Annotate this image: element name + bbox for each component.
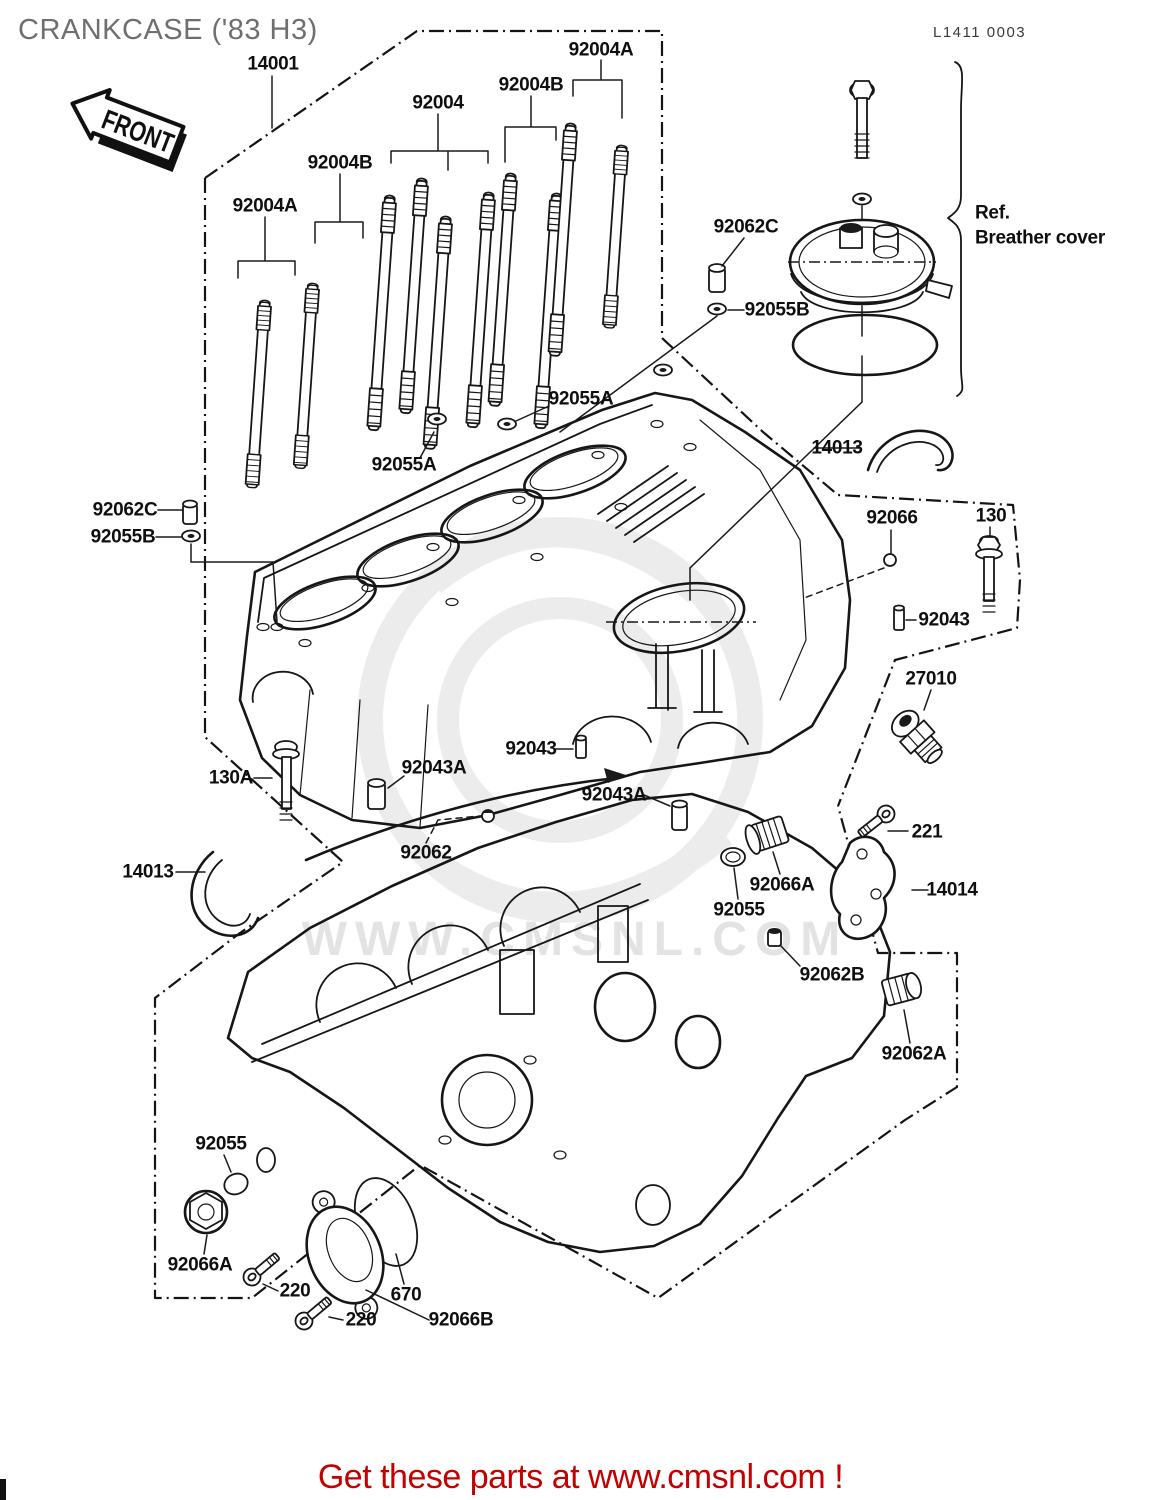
cover-spout [925,279,953,299]
lower-tower [499,949,535,1015]
ref-brace [947,61,964,397]
part-label: 92055 [195,1133,247,1155]
part-label: 27010 [905,668,957,690]
direction-arrow [304,768,626,862]
cylinder-bores [273,444,627,631]
dowel-92043A-right [671,799,688,831]
part-label: 92062A [881,1043,947,1065]
bolt-130A [272,740,300,821]
part-label: 92004B [498,74,564,96]
part-label: 92055A [371,454,437,476]
part-label: 221 [911,821,943,843]
part-label: 92004 [412,92,464,114]
cover-92066B [305,1190,385,1320]
part-label: 92043A [401,757,467,779]
panel-boundary-upper [204,29,1022,807]
cmsnl-watermark: WWW.CMSNL.COM [302,517,849,966]
breather-cover-assembly [689,61,964,601]
part-label: 92004A [568,39,634,61]
bolt-221 [853,801,899,842]
part-label: 92066A [167,1254,233,1276]
pin-92066 [883,553,897,567]
part-label: 92062C [92,499,158,521]
part-label: 92062C [713,216,779,238]
scan-corner-mark [0,1479,6,1500]
part-label: 92055B [90,526,156,548]
part-label: 92062B [799,964,865,986]
part-label: 92043 [918,609,970,631]
plug-92066A-bottom [183,1189,229,1235]
part-label: 92055B [744,299,810,321]
lower-crankcase-half [226,792,892,1254]
footer-banner-link[interactable]: Get these parts at www.cmsnl.com ! [317,1458,844,1496]
part-label: 92066A [749,874,815,896]
part-label: 14001 [247,53,299,75]
upper-crankcase-half [238,391,852,830]
upper-bearing-arches [251,670,749,749]
lower-face-openings [256,971,722,1226]
breather-mount-hole [606,581,756,655]
part-label: 92055A [548,388,614,410]
fin-block [597,465,705,543]
part-label: 92004B [307,152,373,174]
sensor-27010 [891,709,943,764]
cup-92043A-left [367,778,386,810]
watermark-text: WWW.CMSNL.COM [302,913,849,966]
plug-92062B [767,928,782,947]
o-ring-92055-mid [720,847,746,867]
plate-legs [647,643,723,713]
part-label: 14013 [122,861,174,883]
page-title: CRANKCASE ('83 H3) [18,14,318,46]
part-label: 92066B [428,1309,494,1331]
plug-92062C-right [708,263,726,293]
bracket-14014 [829,835,896,941]
part-label: Ref. [975,202,1010,224]
part-label: 670 [390,1284,422,1306]
part-label: 130A [208,767,254,789]
plug-92062A [880,972,923,1007]
part-label: 220 [345,1309,377,1331]
part-label: 14013 [811,437,863,459]
part-label: 220 [279,1280,311,1302]
part-label: 92062 [400,842,452,864]
front-face-ribs [299,689,429,828]
stud-set [244,122,630,489]
dowel-92043-right [893,604,905,631]
fiche-code: L1411 0003 [933,24,1027,41]
part-label: 130 [975,505,1007,527]
lower-tower [597,905,629,963]
plug-92062C-left [182,499,198,525]
breather-o-ring [791,313,939,377]
hose-14013-right [866,429,954,473]
o-ring-92055-bottom [223,1172,249,1196]
part-label: 92055 [713,899,765,921]
leader-lines [155,59,991,1321]
dowel-92043-mid [575,734,587,759]
deck-bolt-holes [256,419,697,648]
bolt-130 [975,535,1003,613]
front-badge: FRONT [70,88,187,172]
grommet-92062 [481,809,495,823]
lower-bearing-arches [315,886,581,1023]
part-label: 92043 [505,738,557,760]
part-label: 92043A [581,784,647,806]
part-label: Breather cover [975,227,1105,249]
part-label: 92004A [232,195,298,217]
hose-14013-left [190,850,260,937]
plug-92066A-mid [744,815,790,855]
panel-boundary-lower [153,178,959,1300]
part-label: 92066 [866,507,918,529]
part-label: 14014 [926,879,978,901]
